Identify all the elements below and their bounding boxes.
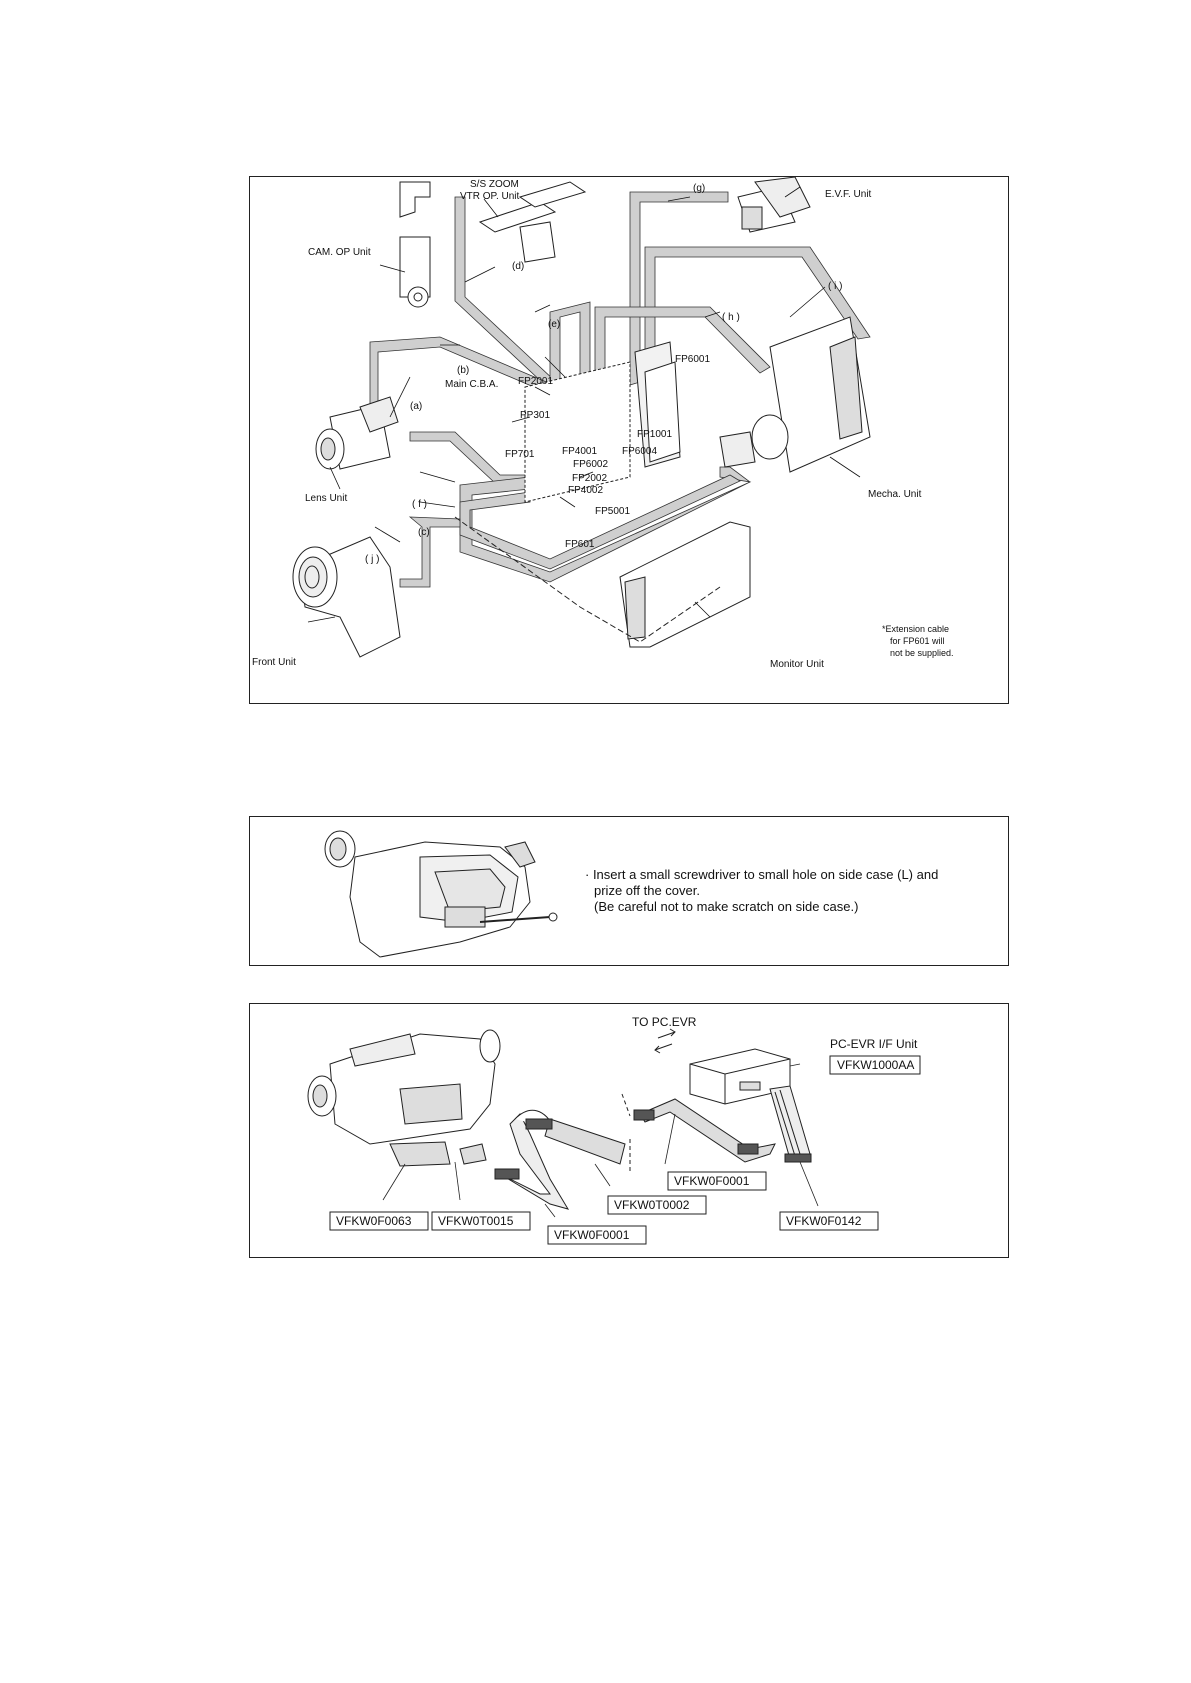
ss-zoom-unit <box>478 181 587 263</box>
flex-loop <box>499 1113 570 1210</box>
extension-kit-panel: TO PC.EVR PC-EVR I/F Unit VFKW1000AA VFK… <box>249 1003 1009 1258</box>
instruction-line-1: · Insert a small screwdriver to small ho… <box>585 867 939 882</box>
box-vfkw0f0142 <box>779 1211 879 1231</box>
box-vfkw0t0002 <box>607 1195 707 1215</box>
lens-unit <box>315 396 399 470</box>
extension-kit-diagram: TO PC.EVR PC-EVR I/F Unit VFKW1000AA VFK… <box>307 1015 921 1245</box>
box-vfkw0f0001-a <box>547 1225 647 1245</box>
pc-evr-if-unit <box>689 1048 791 1105</box>
note-line-2: for FP601 will <box>890 636 945 646</box>
cam-op-label: CAM. OP Unit <box>308 247 371 258</box>
interconnection-diagram: S/S ZOOM VTR OP. Unit CAM. OP Unit E.V.F… <box>252 177 954 670</box>
cam-op-unit <box>399 181 431 308</box>
cover-removal-panel: · Insert a small screwdriver to small ho… <box>249 816 1009 966</box>
cable-f-label: ( f ) <box>412 499 427 510</box>
flex-vfkw0t0015 <box>459 1143 487 1165</box>
fp5001-label: FP5001 <box>595 506 630 517</box>
fp701-label: FP701 <box>505 449 535 460</box>
instruction-line-2: prize off the cover. <box>594 883 700 898</box>
evf-label: E.V.F. Unit <box>825 189 872 200</box>
instruction-line-3: (Be careful not to make scratch on side … <box>594 899 859 914</box>
cable-e-label: (e) <box>548 319 560 330</box>
cable-a-label: (a) <box>410 401 422 412</box>
connector-a <box>525 1118 553 1130</box>
fp2001-label: FP2001 <box>518 376 553 387</box>
note-line-3: not be supplied. <box>890 648 954 658</box>
main-cba-label: Main C.B.A. <box>445 379 498 390</box>
box-vfkw0f0063 <box>329 1211 429 1231</box>
fp6004-label: FP6004 <box>622 446 657 457</box>
cable-d-label: (d) <box>512 261 524 272</box>
box-vfkw0f0001-b <box>667 1171 767 1191</box>
part-vfkw0f0142: VFKW0F0142 <box>786 1214 862 1228</box>
evf-unit <box>737 177 811 233</box>
fp4001-label: FP4001 <box>562 446 597 457</box>
note-line-1: *Extension cable <box>882 624 949 634</box>
part-vfkw1000aa: VFKW1000AA <box>837 1058 914 1072</box>
fp4002-label: FP4002 <box>568 485 603 496</box>
mecha-unit <box>719 316 871 473</box>
fp6001-label: FP6001 <box>675 354 710 365</box>
fp1001-label: FP1001 <box>637 429 672 440</box>
fp6002-label: FP6002 <box>573 459 608 470</box>
fp2002-label: FP2002 <box>572 473 607 484</box>
cover-instruction: · Insert a small screwdriver to small ho… <box>585 867 985 915</box>
cable-j-label: ( j ) <box>365 554 379 565</box>
cable-g-label: (g) <box>693 183 705 194</box>
pc-evr-unit-label: PC-EVR I/F Unit <box>830 1037 918 1051</box>
leader-lines <box>307 186 861 623</box>
part-vfkw0f0001-b: VFKW0F0001 <box>674 1174 750 1188</box>
mecha-label: Mecha. Unit <box>868 489 922 500</box>
cable-h-label: ( h ) <box>722 312 740 323</box>
main-cba-board <box>524 361 631 503</box>
part-vfkw0t0015: VFKW0T0015 <box>438 1214 514 1228</box>
flex-vfkw0f0063 <box>389 1141 451 1167</box>
camcorder-cover-illustration <box>324 830 558 958</box>
part-vfkw0t0002: VFKW0T0002 <box>614 1198 690 1212</box>
pp301-label: PP301 <box>520 410 550 421</box>
lens-label: Lens Unit <box>305 493 347 504</box>
fp601-label: FP601 <box>565 539 595 550</box>
camcorder <box>307 1029 501 1145</box>
connector-b <box>494 1168 520 1180</box>
monitor-label: Monitor Unit <box>770 659 824 670</box>
box-vfkw1000aa <box>829 1055 921 1075</box>
front-unit <box>292 536 401 658</box>
monitor-unit <box>619 521 751 648</box>
part-vfkw0f0001-a: VFKW0F0001 <box>554 1228 630 1242</box>
ss-zoom-label: S/S ZOOM <box>470 179 519 190</box>
flex-vfkw0t0002 <box>544 1118 626 1165</box>
vtr-op-label: VTR OP. Unit <box>460 191 519 202</box>
part-vfkw0f0063: VFKW0F0063 <box>336 1214 412 1228</box>
box-vfkw0t0015 <box>431 1211 531 1231</box>
interconnection-diagram-panel: S/S ZOOM VTR OP. Unit CAM. OP Unit E.V.F… <box>249 176 1009 704</box>
cable-c-label: (c) <box>418 527 430 538</box>
cable-i-label: ( i ) <box>828 281 842 292</box>
cable-b-label: (b) <box>457 365 469 376</box>
front-label: Front Unit <box>252 657 296 668</box>
to-pc-evr-label: TO PC.EVR <box>632 1015 697 1029</box>
